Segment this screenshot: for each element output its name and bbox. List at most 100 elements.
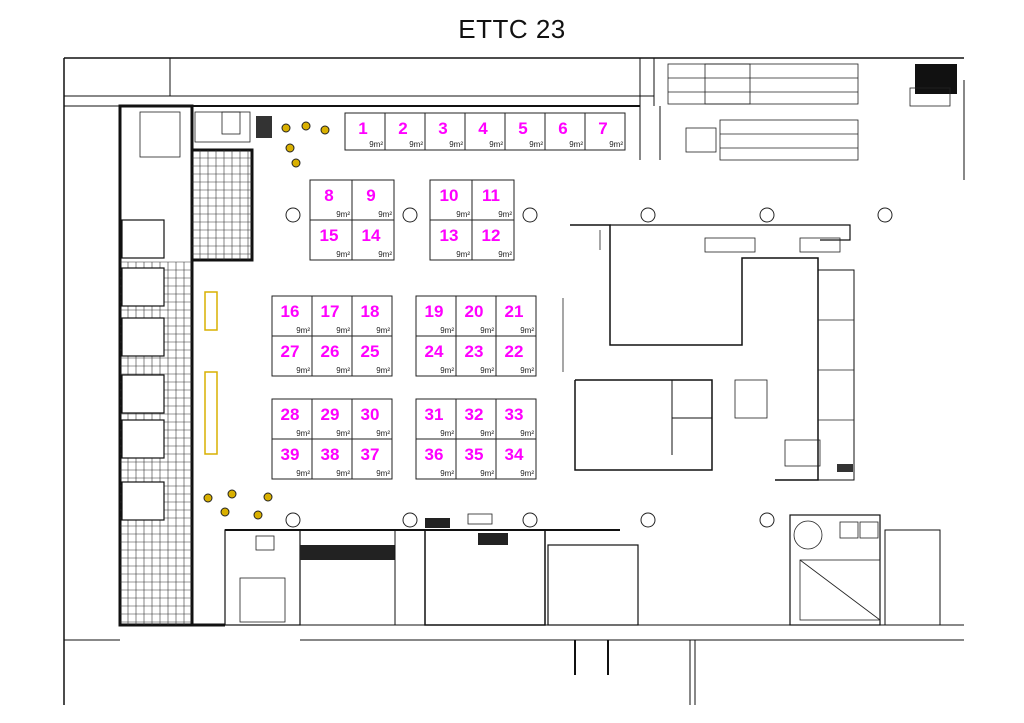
booth-outline[interactable] bbox=[311, 335, 353, 377]
booth-area: 9m² bbox=[498, 210, 512, 219]
booth-number: 11 bbox=[482, 186, 500, 205]
booth-outline[interactable] bbox=[311, 295, 353, 337]
booth-outline[interactable] bbox=[495, 335, 537, 377]
booth-outline[interactable] bbox=[429, 219, 473, 261]
booth-number: 19 bbox=[425, 302, 444, 321]
booth-area: 9m² bbox=[529, 140, 543, 149]
booth-area: 9m² bbox=[440, 326, 454, 335]
booth-outline[interactable] bbox=[271, 438, 313, 480]
booth-outline[interactable] bbox=[309, 219, 353, 261]
booth-layer: 19m²29m²39m²49m²59m²69m²79m²89m²99m²159m… bbox=[271, 112, 626, 480]
escalators bbox=[667, 63, 957, 161]
booth-outline[interactable] bbox=[351, 179, 395, 221]
booth-area: 9m² bbox=[569, 140, 583, 149]
booth-outline[interactable] bbox=[415, 335, 457, 377]
booth-area: 9m² bbox=[440, 469, 454, 478]
booth-outline[interactable] bbox=[311, 398, 353, 440]
booth-area: 9m² bbox=[520, 469, 534, 478]
booth-area: 9m² bbox=[376, 469, 390, 478]
booth-outline[interactable] bbox=[415, 295, 457, 337]
booth-outline[interactable] bbox=[415, 438, 457, 480]
booth-area: 9m² bbox=[296, 429, 310, 438]
booth-outline[interactable] bbox=[351, 398, 393, 440]
booth-outline[interactable] bbox=[351, 438, 393, 480]
booth-outline[interactable] bbox=[495, 295, 537, 337]
booth-outline[interactable] bbox=[271, 335, 313, 377]
booth-outline[interactable] bbox=[311, 438, 353, 480]
booth-area: 9m² bbox=[336, 210, 350, 219]
booth-outline[interactable] bbox=[415, 398, 457, 440]
column bbox=[759, 207, 775, 223]
booth-area: 9m² bbox=[520, 366, 534, 375]
booth-number: 20 bbox=[465, 302, 484, 321]
booth-number: 35 bbox=[465, 445, 484, 464]
booth-outline[interactable] bbox=[464, 112, 506, 151]
booth-number: 37 bbox=[361, 445, 380, 464]
booth-outline[interactable] bbox=[384, 112, 426, 151]
booth-outline[interactable] bbox=[544, 112, 586, 151]
booth-outline[interactable] bbox=[504, 112, 546, 151]
booth-outline[interactable] bbox=[351, 295, 393, 337]
booth-outline[interactable] bbox=[495, 398, 537, 440]
booth-outline[interactable] bbox=[455, 295, 497, 337]
booth-number: 32 bbox=[465, 405, 484, 424]
booth-area: 9m² bbox=[449, 140, 463, 149]
booth-number: 18 bbox=[361, 302, 380, 321]
booth-number: 38 bbox=[321, 445, 340, 464]
booth-11[interactable]: 11 9m² bbox=[471, 179, 515, 221]
booth-outline[interactable] bbox=[471, 219, 515, 261]
booth-outline[interactable] bbox=[495, 438, 537, 480]
booth-19[interactable]: 19 9m² bbox=[415, 295, 457, 337]
booth-number: 30 bbox=[361, 405, 380, 424]
booth-number: 14 bbox=[362, 226, 381, 245]
booth-outline[interactable] bbox=[351, 335, 393, 377]
booth-outline[interactable] bbox=[471, 179, 515, 221]
booth-area: 9m² bbox=[489, 140, 503, 149]
decor-marker bbox=[203, 493, 213, 503]
booth-number: 2 bbox=[398, 119, 407, 138]
booth-outline[interactable] bbox=[584, 112, 626, 151]
decor-marker bbox=[281, 123, 291, 133]
booth-outline[interactable] bbox=[351, 219, 395, 261]
booth-37[interactable]: 37 9m² bbox=[351, 438, 393, 480]
booth-outline[interactable] bbox=[309, 179, 353, 221]
booth-number: 27 bbox=[281, 342, 300, 361]
booth-number: 4 bbox=[478, 119, 488, 138]
